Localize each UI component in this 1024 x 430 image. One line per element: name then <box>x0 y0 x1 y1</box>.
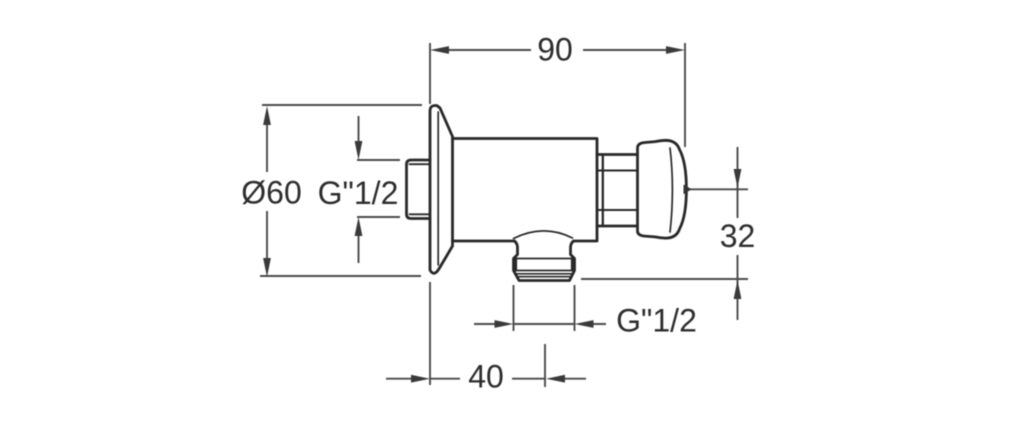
svg-text:40: 40 <box>468 359 504 395</box>
svg-text:G"1/2: G"1/2 <box>616 303 697 339</box>
svg-text:90: 90 <box>537 32 573 68</box>
svg-text:Ø60: Ø60 <box>241 175 301 211</box>
svg-text:G"1/2: G"1/2 <box>318 175 399 211</box>
svg-text:32: 32 <box>720 218 756 254</box>
